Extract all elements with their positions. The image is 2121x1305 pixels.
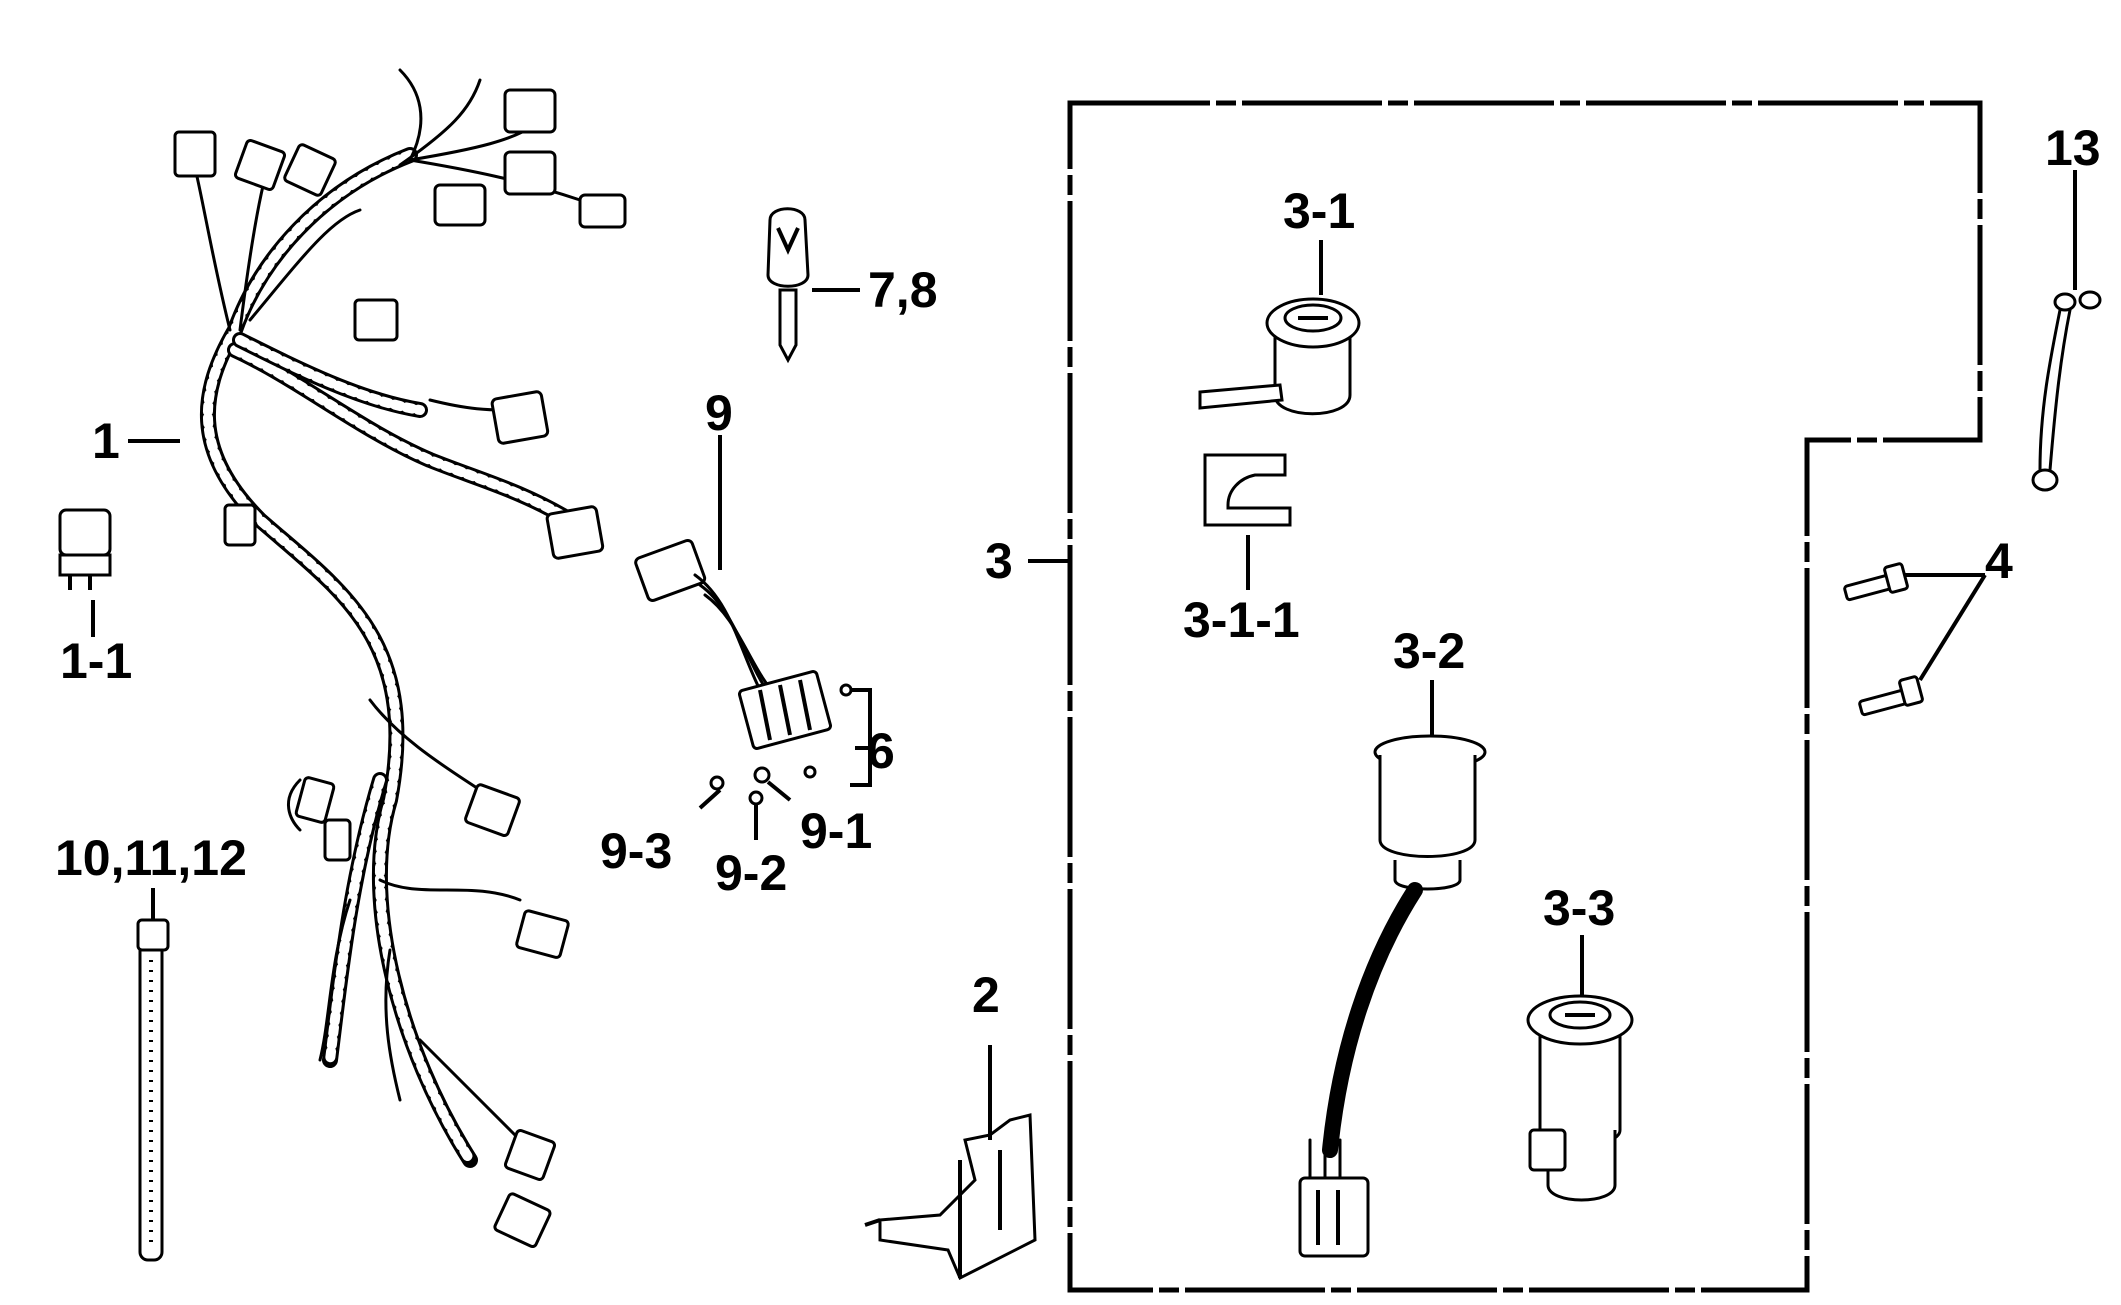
key — [766, 207, 810, 364]
callout-4: 4 — [1985, 533, 2013, 589]
callout-3-1: 3-1 — [1283, 183, 1355, 239]
key-set-frame — [1067, 100, 1983, 1293]
callout-labels: 1 1-1 2 3 3-1 3-1-1 3-2 3-3 4 6 7,8 9 9-… — [55, 120, 2101, 1023]
callout-2: 2 — [972, 967, 1000, 1023]
callout-7-8: 7,8 — [868, 262, 938, 318]
connector-harness — [634, 538, 833, 750]
callout-9-1: 9-1 — [800, 803, 872, 859]
seat-lock — [1526, 994, 1634, 1202]
bolts — [1843, 562, 1924, 717]
wire-strap — [2031, 290, 2102, 492]
callout-3-3: 3-3 — [1543, 880, 1615, 936]
cable-tie — [136, 918, 170, 1262]
callout-3-2: 3-2 — [1393, 623, 1465, 679]
callout-10-11-12: 10,11,12 — [55, 830, 247, 886]
leader-lines — [91, 170, 2077, 1140]
callout-9: 9 — [705, 385, 733, 441]
callout-9-3: 9-3 — [600, 823, 672, 879]
relay — [58, 508, 112, 590]
ignition-switch — [1298, 734, 1487, 1258]
lock-cylinder — [1198, 297, 1361, 416]
callout-6: 6 — [867, 723, 895, 779]
callout-1-1: 1-1 — [60, 633, 132, 689]
callout-9-2: 9-2 — [715, 845, 787, 901]
callout-13: 13 — [2045, 120, 2101, 176]
callout-3: 3 — [985, 533, 1013, 589]
callout-3-1-1: 3-1-1 — [1183, 592, 1300, 648]
bracket — [864, 1113, 1037, 1281]
retaining-clip — [1203, 453, 1292, 527]
callout-1: 1 — [92, 413, 120, 469]
wiring-harness — [173, 68, 627, 1249]
